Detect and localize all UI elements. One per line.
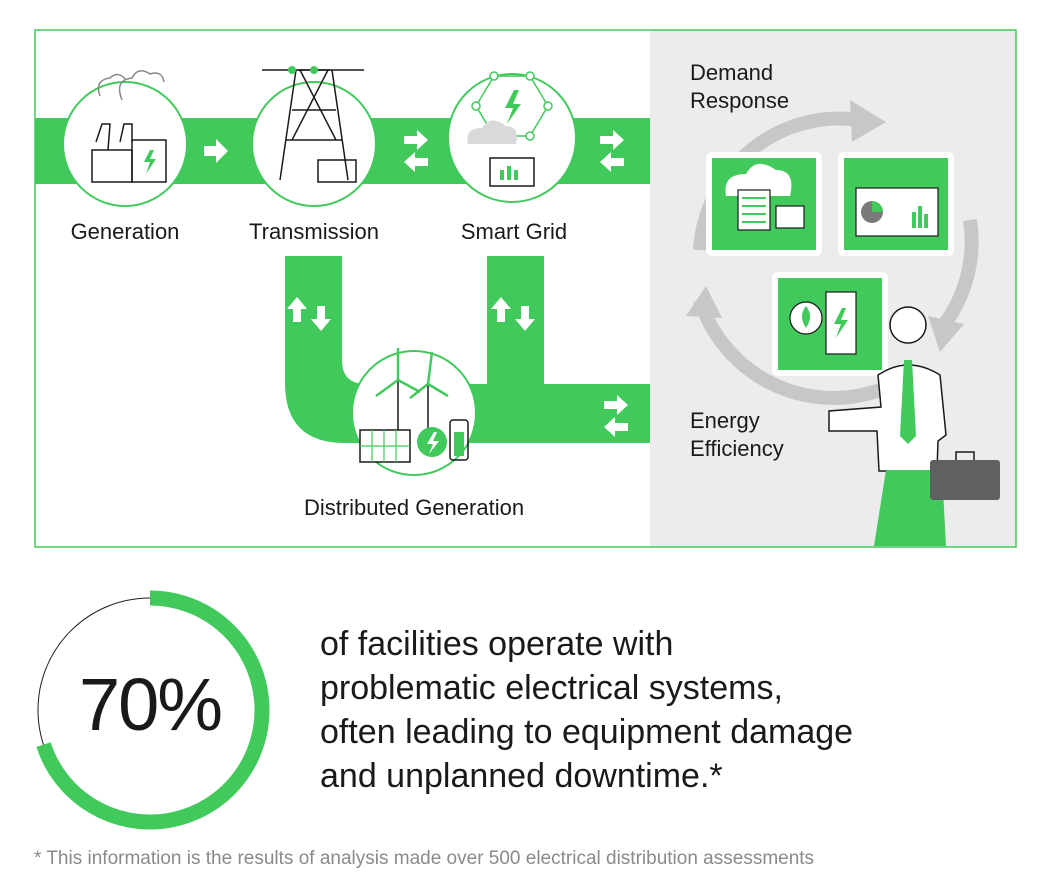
arrow-right-icon <box>604 395 628 415</box>
leaf-icon <box>802 306 810 328</box>
diagram-frame <box>34 29 1017 548</box>
analytics-tile <box>838 152 954 256</box>
demand-response-label-line1: Demand <box>690 60 773 85</box>
stat-line: problematic electrical systems, <box>320 669 783 707</box>
cycle-arrows <box>693 111 979 405</box>
arrow-left-icon <box>600 152 624 172</box>
stat-line: of facilities operate with <box>320 625 674 663</box>
generation-node <box>62 70 188 207</box>
cloud-server-tile <box>706 152 822 256</box>
factory-icon <box>91 70 167 183</box>
footnote: * This information is the results of ana… <box>34 848 815 869</box>
cycle-arrowheads <box>686 100 964 352</box>
head <box>889 306 927 344</box>
percentage-ring <box>36 590 270 830</box>
smart-grid-label: Smart Grid <box>461 219 567 244</box>
arrow-up-icon <box>491 297 511 322</box>
distributed-generation-node <box>351 348 477 476</box>
energy-efficiency-label-line2: Efficiency <box>690 436 784 461</box>
stat-description: of facilities operate with problematic e… <box>320 622 1020 798</box>
stat-value: 70% <box>78 663 223 746</box>
stat-line: often leading to equipment damage <box>320 713 854 751</box>
bolt-icon <box>505 90 521 124</box>
briefcase-icon <box>930 460 1000 500</box>
distributed-generation-label: Distributed Generation <box>304 495 524 520</box>
businessman-illustration <box>828 306 1000 546</box>
arrow-right-icon <box>404 130 428 150</box>
bolt-icon <box>834 308 848 338</box>
energy-diagram: Generation Transmission Smart Grid Distr… <box>34 29 1017 548</box>
arrow-down-icon <box>311 306 331 331</box>
cloud-icon <box>725 163 792 196</box>
bolt-icon <box>144 150 156 174</box>
torso <box>828 364 947 472</box>
arrow-down-icon <box>515 306 535 331</box>
tie-icon <box>900 360 916 444</box>
gauge-icon <box>775 205 805 229</box>
server-icon <box>737 189 771 231</box>
arrow-right-icon <box>600 130 624 150</box>
transmission-label: Transmission <box>249 219 379 244</box>
energy-efficiency-tile <box>772 272 888 376</box>
stat-line: and unplanned downtime.* <box>320 757 723 795</box>
arrow-left-icon <box>604 417 628 437</box>
battery-icon <box>449 419 469 461</box>
energy-efficiency-label-line1: Energy <box>690 408 760 433</box>
arrow-up-icon <box>287 297 307 322</box>
cloud-icon <box>467 120 517 144</box>
legs <box>874 470 946 546</box>
laptop-icon <box>489 157 535 187</box>
ring-progress <box>36 590 270 830</box>
smart-grid-node <box>447 71 577 203</box>
transmission-node <box>251 66 377 207</box>
arrow-left-icon <box>404 152 428 172</box>
demand-response-label-line2: Response <box>690 88 789 113</box>
wind-turbine-icon <box>397 380 429 430</box>
flow-arrows <box>204 130 628 437</box>
arrow-right-icon <box>204 139 228 163</box>
generation-label: Generation <box>71 219 180 244</box>
